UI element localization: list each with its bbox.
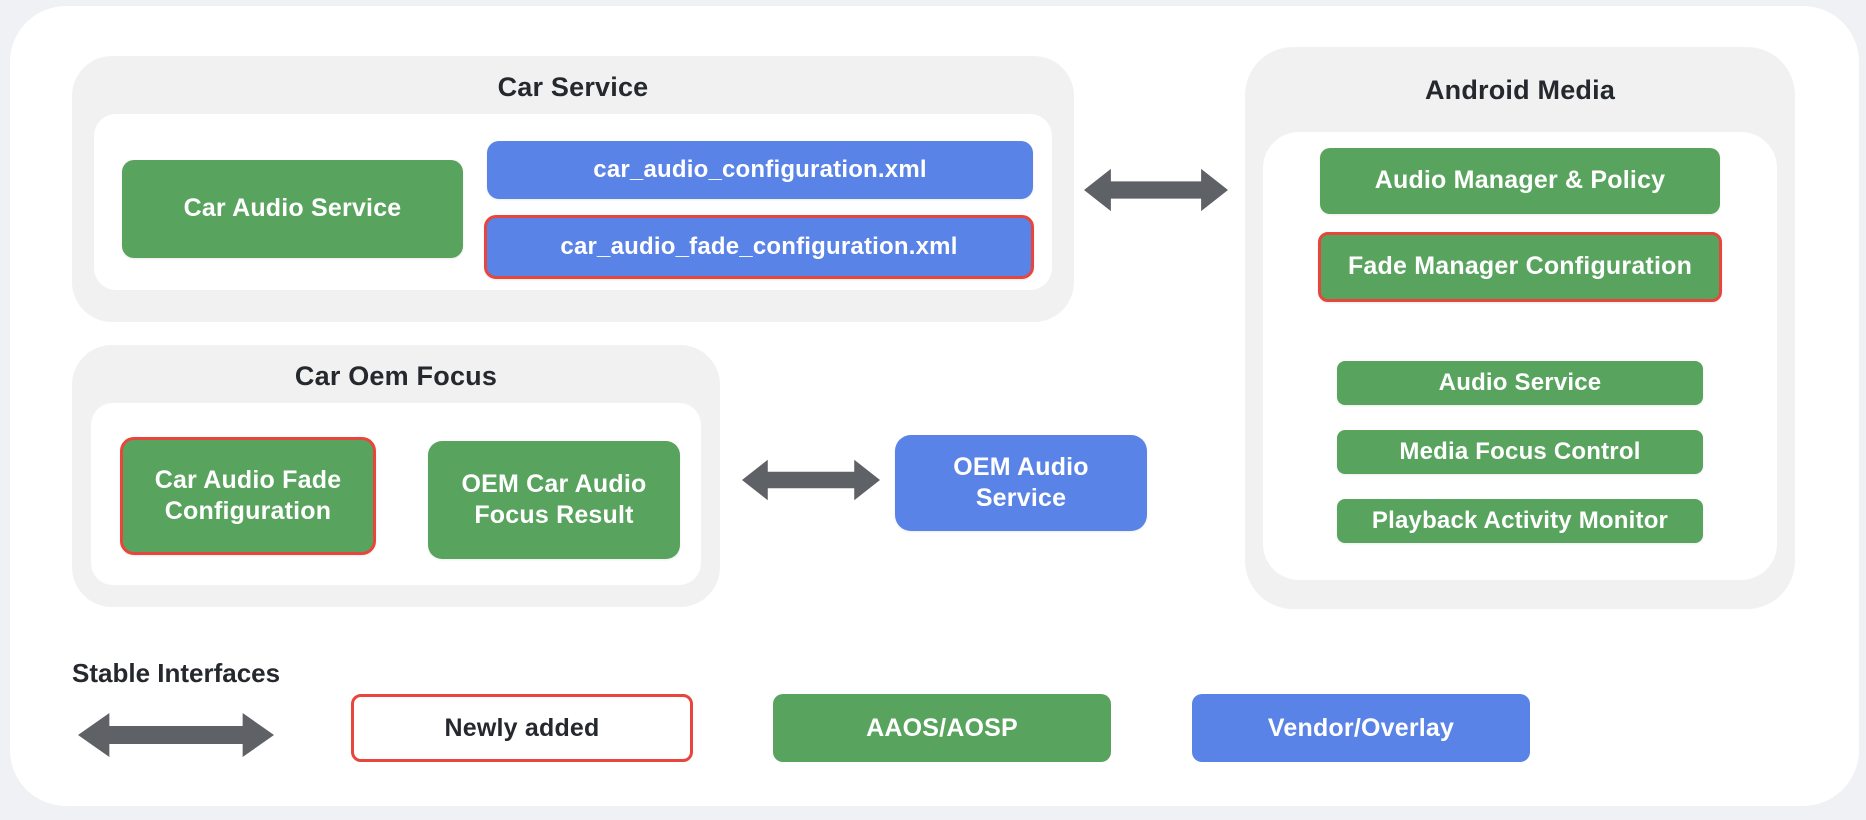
audio-manager-policy-box: Audio Manager & Policy (1320, 148, 1720, 214)
double-arrow-icon (1084, 168, 1228, 212)
oem-audio-service-box: OEM Audio Service (895, 435, 1147, 531)
oem-car-audio-focus-result-box: OEM Car Audio Focus Result (428, 441, 680, 559)
media-focus-control-box: Media Focus Control (1337, 430, 1703, 474)
audio-service-box: Audio Service (1337, 361, 1703, 405)
stable-interfaces-arrow (78, 713, 274, 762)
car-audio-fade-configuration-xml-box: car_audio_fade_configuration.xml (484, 215, 1034, 279)
legend-aaos-aosp: AAOS/AOSP (773, 694, 1111, 762)
fade-manager-configuration-box: Fade Manager Configuration (1318, 232, 1722, 302)
car-audio-service-box: Car Audio Service (122, 160, 463, 258)
legend-newly-added: Newly added (351, 694, 693, 762)
car-service-android-media-arrow (1084, 168, 1228, 217)
legend-vendor-overlay: Vendor/Overlay (1192, 694, 1530, 762)
car-audio-configuration-xml-box: car_audio_configuration.xml (487, 141, 1033, 199)
android-media-title: Android Media (1424, 75, 1616, 105)
car-oem-focus-oem-audio-arrow (742, 458, 880, 507)
stable-interfaces-label: Stable Interfaces (72, 658, 281, 688)
car-audio-fade-configuration-box: Car Audio Fade Configuration (120, 437, 376, 555)
car-service-title: Car Service (497, 72, 649, 102)
playback-activity-monitor-box: Playback Activity Monitor (1337, 499, 1703, 543)
double-arrow-icon (742, 459, 880, 501)
car-oem-focus-title: Car Oem Focus (294, 361, 498, 391)
double-arrow-icon (78, 713, 274, 757)
